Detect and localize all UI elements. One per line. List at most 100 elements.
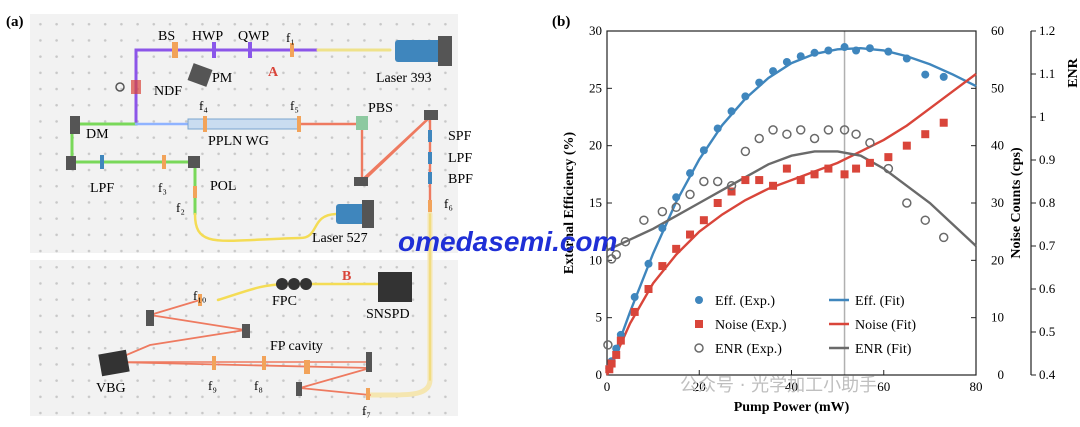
label-bs: BS [158, 29, 175, 44]
plot-frame [606, 30, 977, 376]
enr-point [883, 163, 894, 174]
label-laser527: Laser 527 [312, 231, 368, 246]
eff-point [884, 47, 893, 56]
legend-label-eff_exp: Eff. (Exp.) [715, 294, 775, 309]
eff-point [713, 124, 722, 133]
noise-point [713, 199, 722, 207]
fpc-paddle-3 [300, 278, 312, 290]
y-right1-tick-label: 30 [991, 195, 1004, 210]
y-right2-tick-label: 0.7 [1039, 238, 1056, 253]
fit-line [606, 150, 977, 252]
y-right1-tick-label: 50 [991, 80, 1004, 95]
qwp-component [248, 42, 252, 58]
enr-point [851, 129, 861, 139]
eff-point [810, 48, 819, 57]
y-right1-axis-label: Noise Counts (cps) [1009, 147, 1024, 259]
eff-point [769, 67, 778, 76]
y-right2-tick-label: 0.9 [1039, 152, 1055, 167]
label-lpf-left: LPF [90, 181, 114, 196]
panel-a-label: (a) [6, 14, 24, 30]
enr-point [657, 206, 668, 217]
y-right2-tick-label: 0.8 [1039, 195, 1055, 210]
eff-point [699, 146, 708, 155]
eff-point [755, 78, 764, 87]
ndf-component [131, 80, 141, 94]
noise-point [607, 359, 616, 368]
fit-line [605, 73, 977, 376]
noise-point [769, 181, 778, 190]
label-fpc: FPC [272, 294, 297, 309]
label-a: A [268, 65, 279, 80]
noise-point [939, 118, 948, 127]
eff-point [852, 46, 861, 55]
noise-point [686, 230, 695, 239]
laser393-box [395, 40, 447, 62]
enr-point [726, 181, 737, 191]
enr-point [938, 232, 949, 243]
noise-point [727, 187, 736, 196]
enr-point [754, 133, 764, 144]
noise-point [810, 170, 819, 179]
label-b: B [342, 269, 351, 284]
noise-point [699, 216, 708, 225]
y-right2-tick-label: 1.1 [1039, 66, 1055, 81]
bs-component [172, 42, 178, 58]
noise-point [840, 170, 849, 179]
enr-point [839, 125, 850, 135]
eff-point [824, 46, 833, 55]
noise-point [782, 164, 791, 173]
fit-line [605, 46, 977, 376]
noise-point [852, 164, 861, 173]
label-pbs: PBS [368, 101, 393, 116]
eff-point [902, 54, 911, 63]
label-pplnwg: PPLN WG [208, 134, 269, 149]
noise-point [605, 365, 614, 374]
label-vbg: VBG [96, 381, 126, 396]
label-laser393: Laser 393 [376, 71, 432, 86]
fpc-paddle-2 [288, 278, 300, 290]
y-left-tick-label: 10 [589, 252, 602, 267]
y-right2-tick-label: 0.6 [1039, 281, 1056, 296]
enr-point [671, 202, 681, 213]
y-right1-tick-label: 20 [991, 252, 1004, 267]
legend-label-enr_exp: ENR (Exp.) [715, 342, 782, 357]
enr-point [620, 236, 631, 247]
watermark-wechat: 公众号 · 光学加工小助手 [680, 375, 877, 396]
f1-lens [290, 43, 294, 57]
label-ndf: NDF [154, 84, 182, 99]
watermark-text: omedasemi.com [398, 226, 617, 257]
pbs-cube [356, 116, 368, 130]
y-left-tick-label: 20 [589, 138, 602, 153]
noise-point [741, 176, 750, 185]
noise-point [921, 130, 930, 139]
pm-component [187, 63, 213, 87]
legend-swatch-enr_exp [694, 343, 704, 353]
y-left-axis-label: External Efficiency (%) [562, 132, 577, 275]
x-tick-label: 20 [693, 379, 706, 394]
label-f9: f₉ [208, 378, 217, 393]
y-right2-axis-label: ENR [1066, 57, 1080, 87]
noise-point [672, 244, 681, 253]
label-pol: POL [210, 179, 236, 194]
label-f4: f₄ [199, 98, 208, 113]
panel-a-optical-setup: (a) [6, 14, 473, 418]
legend-label-enr_fit: ENR (Fit) [855, 342, 912, 357]
noise-point [824, 164, 833, 173]
y-left-tick-label: 5 [596, 310, 603, 325]
enr-point [712, 176, 723, 187]
y-right1-tick-label: 40 [991, 138, 1004, 153]
label-f1: f₁ [286, 30, 295, 45]
label-lpf-right: LPF [448, 151, 472, 166]
x-axis-label: Pump Power (mW) [734, 400, 850, 415]
eff-point [686, 169, 695, 178]
legend-swatch-noise_exp [695, 320, 703, 328]
enr-point [699, 176, 709, 187]
y-right1-tick-label: 0 [998, 367, 1005, 382]
vbg-component [98, 349, 130, 377]
eff-point [865, 44, 874, 53]
mirror-mid [354, 177, 368, 186]
enr-point [865, 138, 875, 148]
eff-point [727, 107, 736, 116]
eff-point [644, 259, 653, 268]
